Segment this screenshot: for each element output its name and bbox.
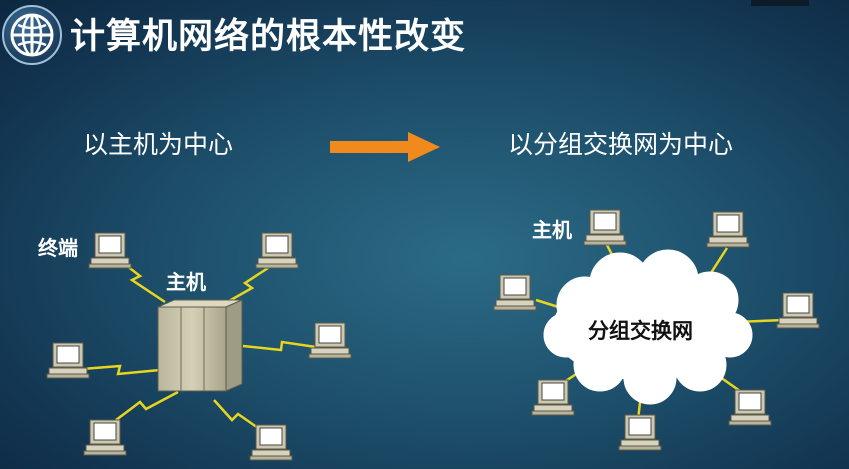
left-links <box>81 258 317 430</box>
terminal-computer <box>83 419 127 456</box>
terminal-computer <box>308 322 352 359</box>
terminal-computer <box>255 232 299 269</box>
host-computer <box>618 414 662 451</box>
right-host-label: 主机 <box>532 218 572 242</box>
globe-logo-icon <box>2 5 62 65</box>
host-label: 主机 <box>166 270 206 294</box>
host-computer <box>706 211 750 248</box>
terminal-computer <box>249 424 293 461</box>
right-caption: 以分组交换网为中心 <box>508 130 734 159</box>
terminal-label: 终端 <box>38 236 78 260</box>
host-computer <box>776 292 820 329</box>
packet-switching-cloud <box>543 249 753 405</box>
host-computer <box>583 209 627 246</box>
globe-lines <box>10 13 54 57</box>
network-label: 分组交换网 <box>588 319 693 343</box>
mainframe-host <box>157 299 243 392</box>
terminal-computer <box>88 232 132 269</box>
terminal-computer <box>46 342 90 379</box>
host-computer <box>728 389 772 426</box>
host-computer <box>531 379 575 416</box>
page-title: 计算机网络的根本性改变 <box>70 17 467 57</box>
top-right-mark <box>751 0 809 6</box>
left-caption: 以主机为中心 <box>83 130 234 159</box>
transition-arrow <box>330 132 440 162</box>
host-computer <box>493 274 537 311</box>
